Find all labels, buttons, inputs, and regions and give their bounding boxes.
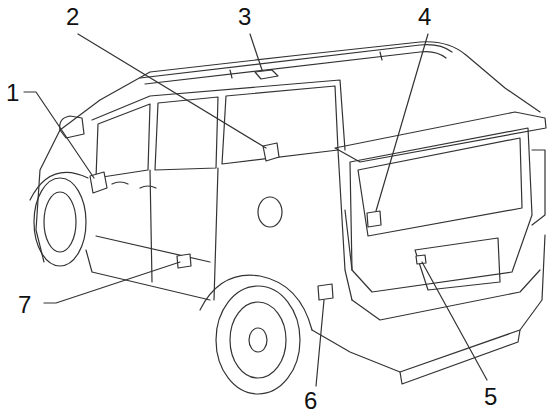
callout-number: 5 <box>482 384 499 410</box>
callout-number: 4 <box>416 4 433 30</box>
leader-line <box>422 262 487 380</box>
leader-line <box>44 262 180 303</box>
callout-number: 1 <box>4 80 21 106</box>
callout-number: 6 <box>302 388 319 414</box>
leader-line <box>250 34 262 70</box>
callout-number: 7 <box>16 292 33 318</box>
leader-line <box>376 34 428 211</box>
callout-number: 2 <box>64 4 81 30</box>
leader-line <box>78 34 266 148</box>
leader-line <box>24 92 94 178</box>
leader-line <box>316 300 324 386</box>
callout-number: 3 <box>236 4 253 30</box>
